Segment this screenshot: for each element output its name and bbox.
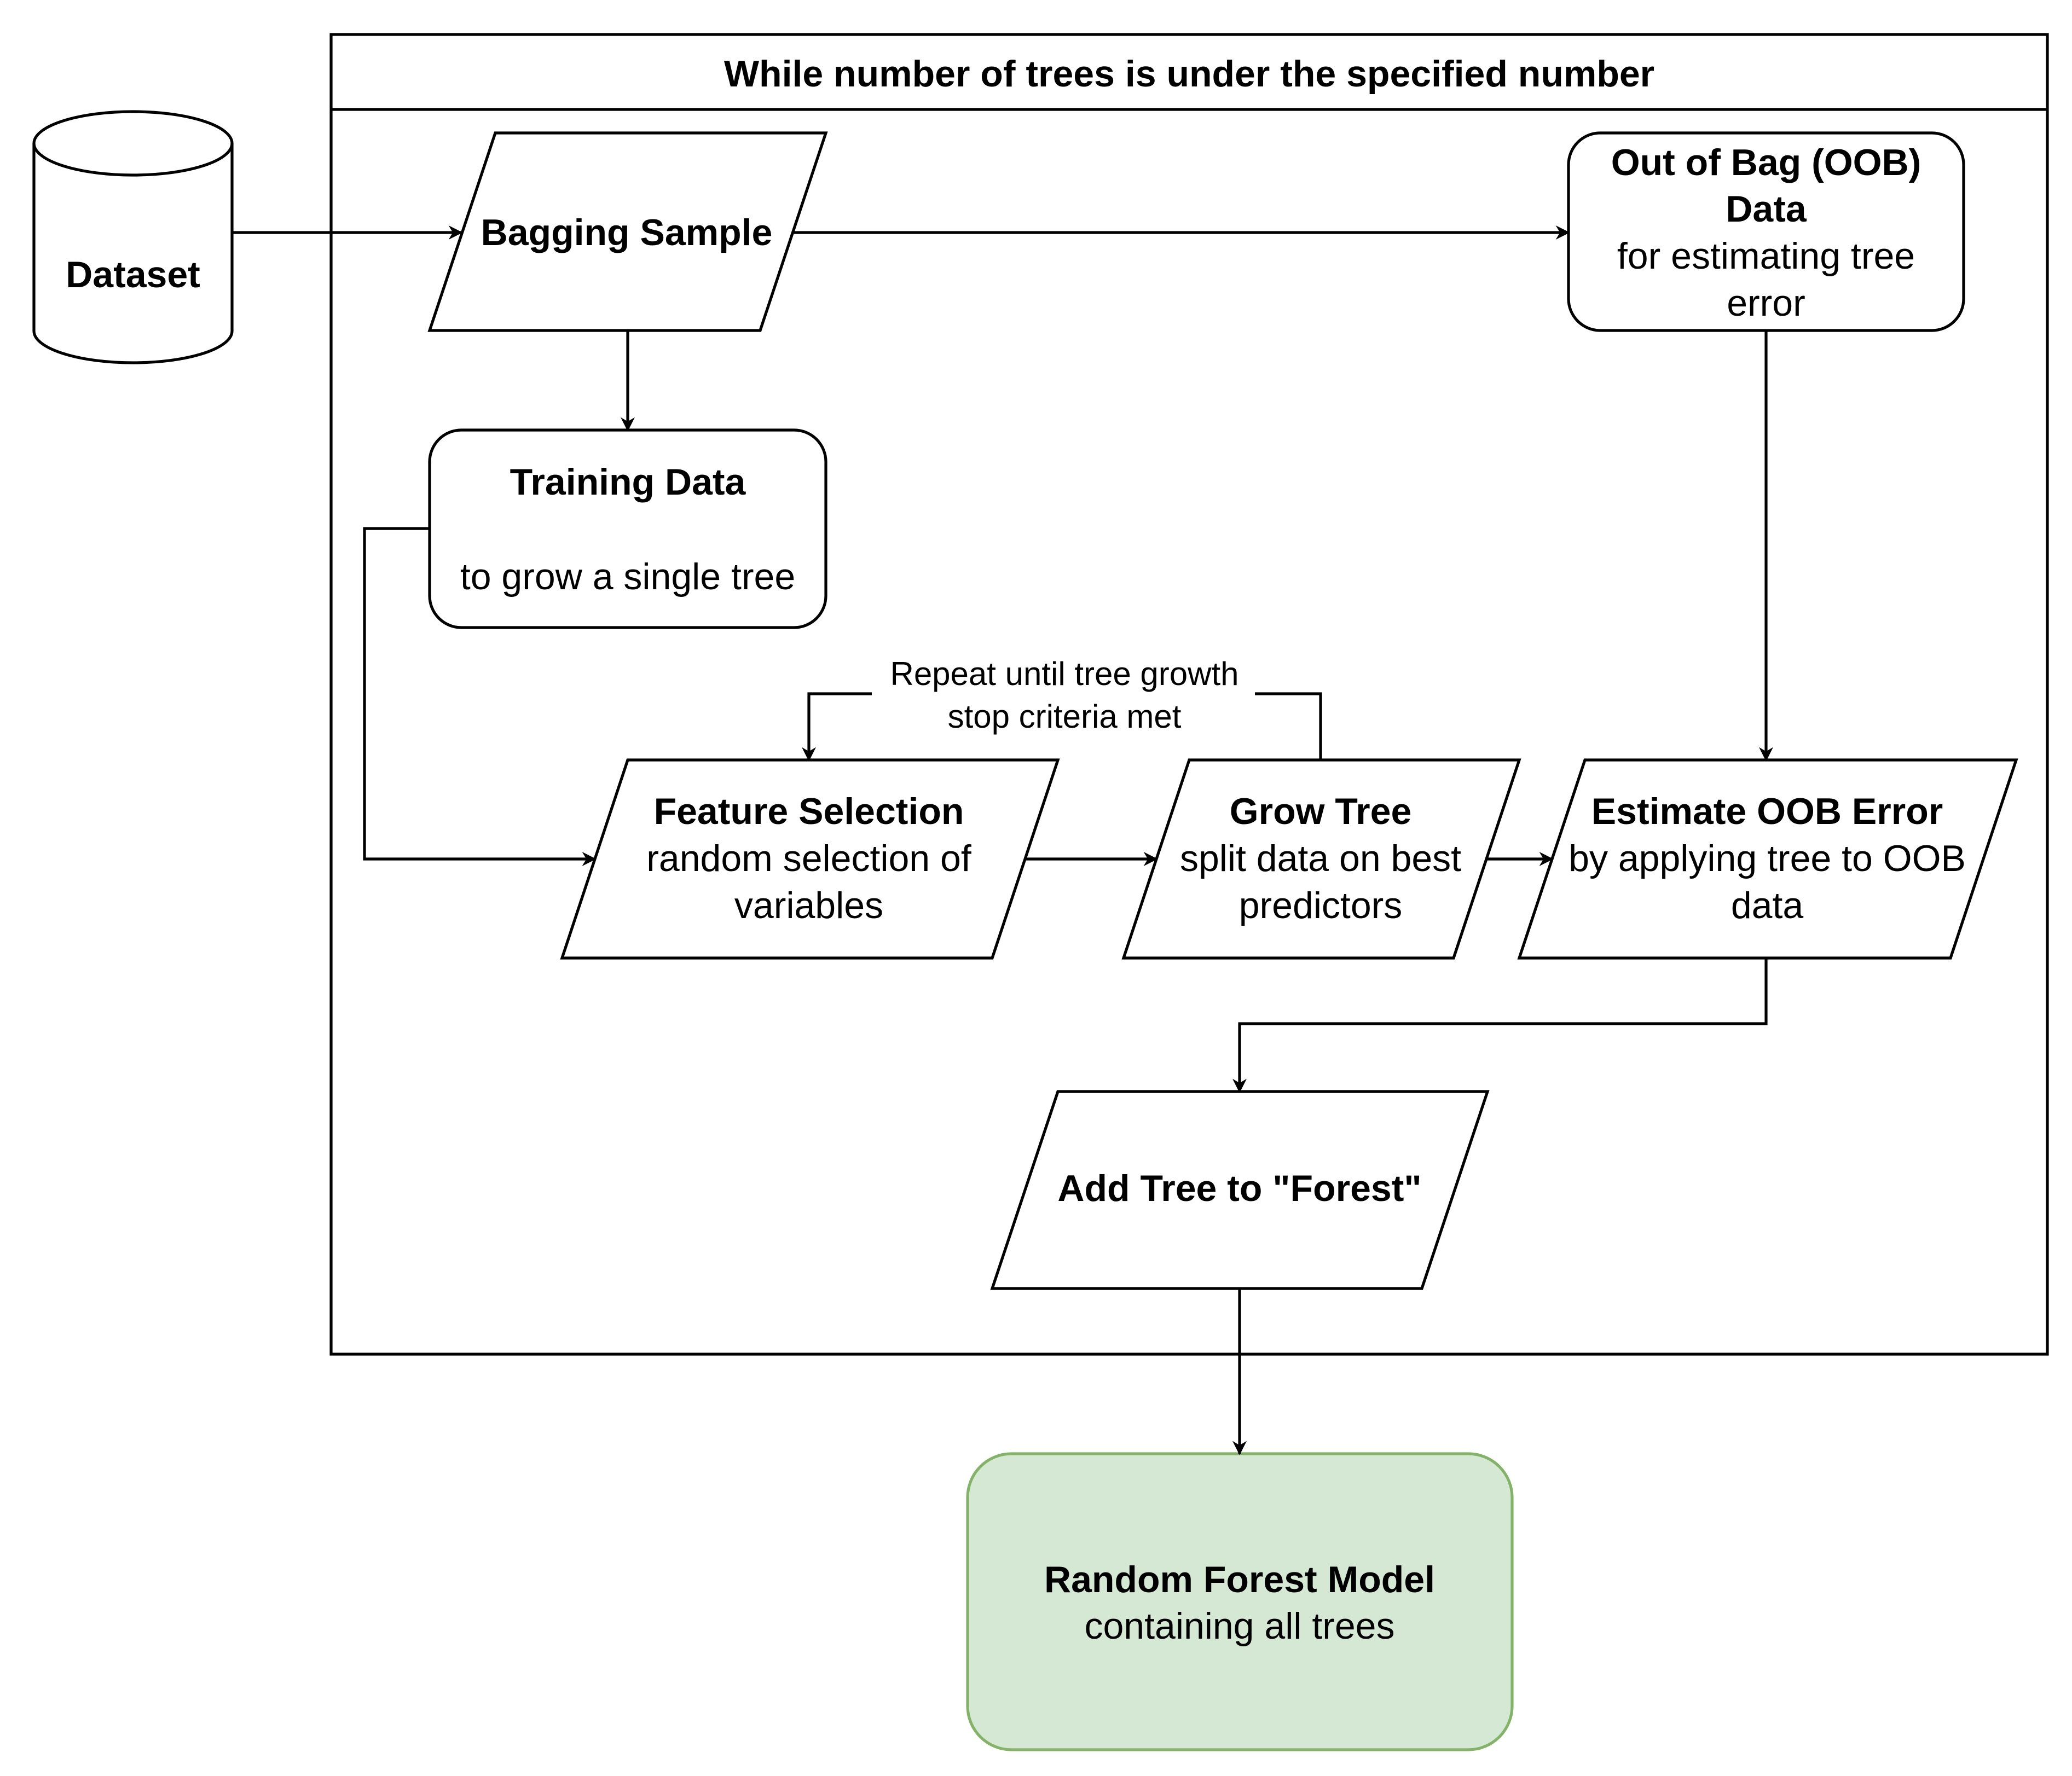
- oob-data-title-line1: Out of Bag (OOB): [1611, 142, 1921, 183]
- edge-repeat-loop: [809, 692, 1322, 760]
- grow-tree-node[interactable]: Grow Tree split data on best predictors: [1121, 758, 1521, 960]
- random-forest-model-shape: [966, 1452, 1514, 1751]
- oob-data-desc-line2: error: [1727, 282, 1805, 324]
- feature-selection-title: Feature Selection: [654, 791, 964, 832]
- grow-tree-shape: [1121, 758, 1521, 960]
- grow-tree-desc-line1: split data on best: [1180, 838, 1461, 879]
- random-forest-model-title: Random Forest Model: [1044, 1559, 1435, 1600]
- random-forest-model-node[interactable]: Random Forest Model containing all trees: [966, 1452, 1514, 1751]
- dataset-label: Dataset: [66, 254, 200, 295]
- repeat-label-line2: stop criteria met: [948, 698, 1182, 735]
- add-tree-node[interactable]: Add Tree to "Forest": [990, 1090, 1490, 1290]
- loop-container: While number of trees is under the speci…: [329, 33, 2049, 1356]
- feature-selection-node[interactable]: Feature Selection random selection of va…: [560, 758, 1060, 960]
- estimate-oob-desc-line1: by applying tree to OOB: [1569, 838, 1966, 879]
- dataset-node[interactable]: Dataset: [32, 110, 234, 364]
- estimate-oob-title: Estimate OOB Error: [1591, 791, 1943, 832]
- oob-data-title-line2: Data: [1726, 188, 1807, 230]
- loop-container-frame: [329, 33, 2049, 1356]
- edge-estimate-to-add-tree: [1232, 958, 1768, 1093]
- grow-tree-title: Grow Tree: [1230, 791, 1412, 832]
- random-forest-model-desc: containing all trees: [1084, 1605, 1394, 1647]
- add-tree-shape: [990, 1090, 1490, 1290]
- estimate-oob-desc-line2: data: [1731, 885, 1804, 926]
- grow-tree-desc-line2: predictors: [1239, 885, 1403, 926]
- dataset-cylinder-top: [32, 110, 234, 177]
- feature-selection-shape: [560, 758, 1060, 960]
- repeat-label-line1: Repeat until tree growth: [890, 655, 1238, 692]
- edge-training-to-feature: [363, 527, 597, 866]
- dataset-cylinder-body: [32, 143, 234, 364]
- training-data-shape: [428, 428, 827, 629]
- training-data-desc: to grow a single tree: [460, 556, 795, 597]
- feature-selection-desc-line1: random selection of: [646, 838, 971, 879]
- training-data-node[interactable]: Training Data to grow a single tree: [428, 428, 827, 629]
- feature-selection-desc-line2: variables: [734, 885, 883, 926]
- edges: Repeat until tree growth stop criteria m…: [232, 225, 1773, 1455]
- bagging-sample-shape: [427, 131, 828, 332]
- oob-data-node[interactable]: Out of Bag (OOB) Data for estimating tre…: [1567, 131, 1965, 332]
- estimate-oob-node[interactable]: Estimate OOB Error by applying tree to O…: [1517, 758, 2018, 960]
- estimate-oob-shape: [1517, 758, 2018, 960]
- training-data-title: Training Data: [510, 461, 746, 503]
- bagging-sample-label: Bagging Sample: [481, 212, 773, 253]
- loop-container-title: While number of trees is under the speci…: [724, 53, 1654, 95]
- add-tree-label: Add Tree to "Forest": [1057, 1168, 1421, 1209]
- bagging-sample-node[interactable]: Bagging Sample: [427, 131, 828, 332]
- oob-data-desc-line1: for estimating tree: [1617, 235, 1915, 277]
